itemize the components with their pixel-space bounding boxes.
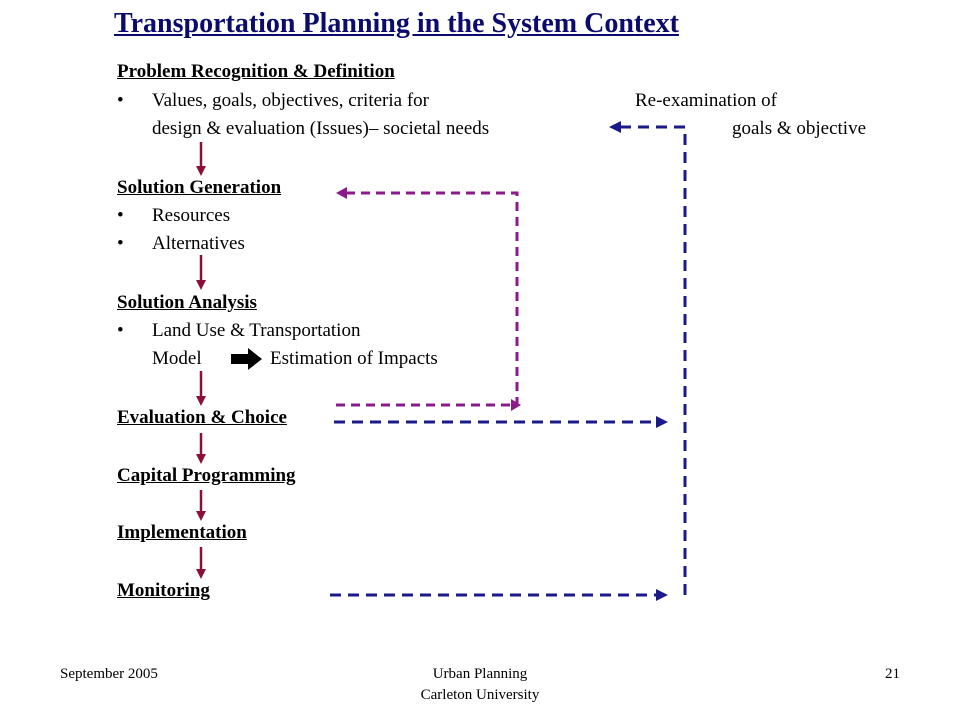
step-problem-heading: Problem Recognition & Definition <box>117 61 395 82</box>
analysis-model-label: Model <box>152 348 202 369</box>
step-evaluation-heading: Evaluation & Choice <box>117 407 287 428</box>
step-analysis-heading: Solution Analysis <box>117 292 257 313</box>
bullet-glyph: • <box>117 205 124 226</box>
feedback-evaluation-to-generation <box>336 191 519 407</box>
reexamination-line1: Re-examination of <box>635 90 777 111</box>
analysis-bullet-line1: Land Use & Transportation <box>152 320 361 341</box>
reexamination-line2: goals & objective <box>732 118 867 139</box>
generation-bullet-alternatives: Alternatives <box>152 233 245 254</box>
footer-institution: Carleton University <box>420 687 540 703</box>
problem-bullet-line2: design & evaluation (Issues)– societal n… <box>152 118 490 139</box>
feedback-monitoring-arrowhead <box>656 589 668 601</box>
bullet-glyph: • <box>117 90 124 111</box>
footer-course: Urban Planning <box>432 666 528 682</box>
model-to-impacts-arrow <box>231 348 262 370</box>
problem-bullet-line1: Values, goals, objectives, criteria for <box>152 90 429 111</box>
step-capital-heading: Capital Programming <box>117 465 296 486</box>
footer-page-number: 21 <box>885 666 900 682</box>
feedback-generation-arrowhead <box>336 187 347 199</box>
step-implementation-heading: Implementation <box>117 522 247 543</box>
analysis-impacts-label: Estimation of Impacts <box>270 348 438 369</box>
feedback-reexamination-to-problem <box>620 125 687 595</box>
feedback-problem-arrowhead <box>609 121 621 133</box>
bullet-glyph: • <box>117 320 124 341</box>
feedback-analysis-arrowhead <box>511 399 521 411</box>
feedback-evaluation-arrowhead <box>656 416 668 428</box>
footer-date: September 2005 <box>60 666 158 682</box>
bullet-glyph: • <box>117 233 124 254</box>
generation-bullet-resources: Resources <box>152 205 231 226</box>
step-monitoring-heading: Monitoring <box>117 580 210 601</box>
slide-title: Transportation Planning in the System Co… <box>114 8 679 39</box>
step-generation-heading: Solution Generation <box>117 177 282 198</box>
